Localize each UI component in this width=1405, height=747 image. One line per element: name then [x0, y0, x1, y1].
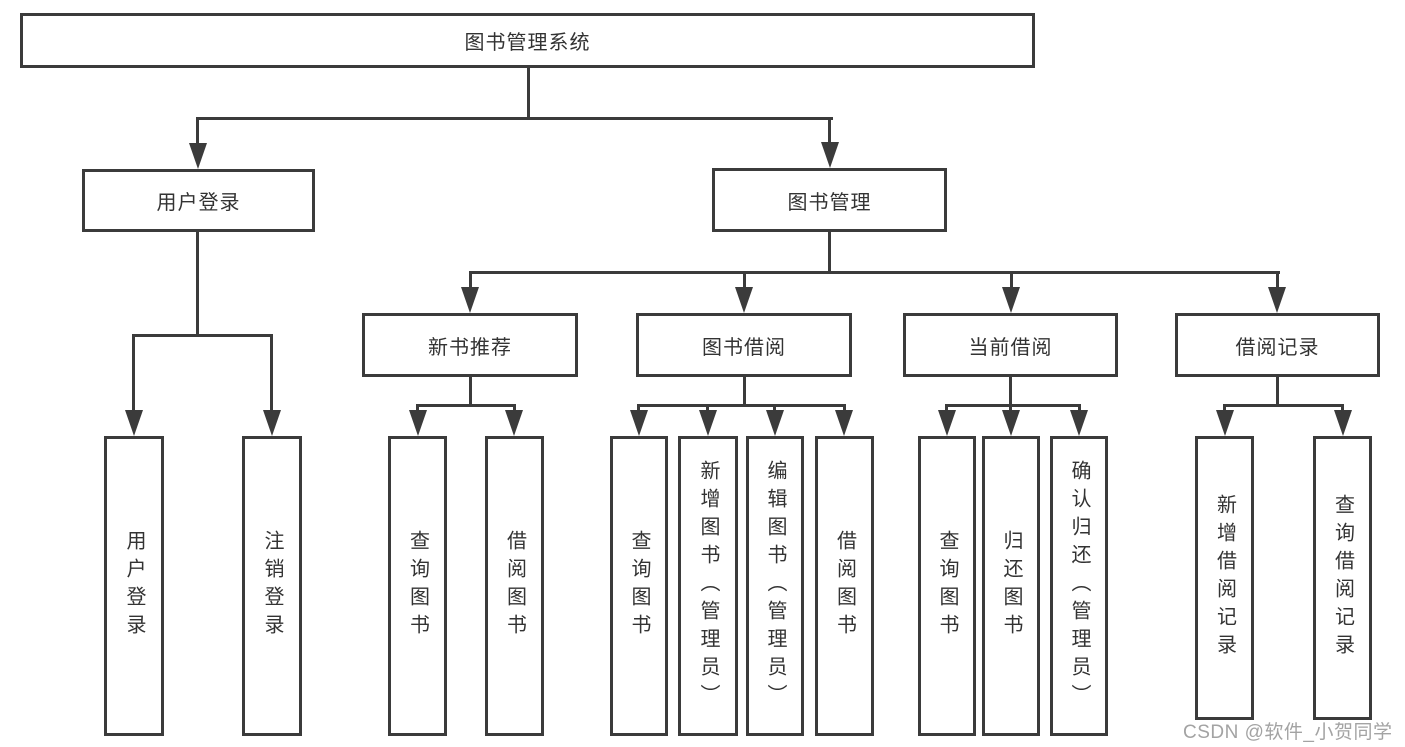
node-user-login: 用户登录 — [82, 169, 315, 232]
leaf-confirm-return-admin: 确认归还（管理员） — [1050, 436, 1108, 736]
connector-segment — [743, 271, 746, 289]
node-label: 图书借阅 — [702, 336, 786, 359]
node-label: 图书管理 — [787, 191, 872, 214]
leaf-borrow-book-1: 借阅图书 — [485, 436, 544, 736]
connector-segment — [196, 117, 199, 145]
arrowhead — [1334, 410, 1352, 436]
leaf-label: 新增图书（管理员） — [697, 460, 719, 712]
connector-segment — [1078, 404, 1081, 412]
leaf-add-book-admin: 新增图书（管理员） — [678, 436, 738, 736]
leaf-borrow-book-2: 借阅图书 — [815, 436, 874, 736]
connector-segment — [828, 117, 831, 144]
node-label: 图书管理系统 — [464, 32, 591, 54]
connector-segment — [843, 404, 846, 412]
node-book-management: 图书管理 — [712, 168, 947, 232]
leaf-logout: 注销登录 — [242, 436, 302, 736]
connector-segment — [945, 404, 948, 412]
arrowhead — [1002, 287, 1020, 313]
arrowhead — [125, 410, 143, 436]
leaf-label: 确认归还（管理员） — [1068, 460, 1090, 712]
connector-segment — [469, 377, 472, 407]
arrowhead — [735, 287, 753, 313]
connector-segment — [1009, 404, 1012, 412]
connector-segment — [416, 404, 419, 412]
connector-segment — [1010, 271, 1013, 289]
node-label: 借阅记录 — [1235, 336, 1320, 359]
node-book-borrow: 图书借阅 — [636, 313, 852, 377]
connector-segment — [196, 232, 199, 337]
watermark: CSDN @软件_小贺同学 — [1183, 722, 1393, 743]
arrowhead — [263, 410, 281, 436]
connector-segment — [637, 404, 640, 412]
connector-segment — [416, 404, 516, 407]
arrowhead — [1268, 287, 1286, 313]
node-label: 用户登录 — [156, 192, 241, 214]
connector-segment — [743, 377, 746, 407]
leaf-label: 查询借阅记录 — [1331, 494, 1354, 662]
connector-segment — [1276, 377, 1279, 407]
connector-segment — [469, 271, 472, 289]
connector-segment — [828, 232, 831, 274]
connector-segment — [132, 334, 273, 337]
connector-segment — [527, 68, 530, 118]
arrowhead — [505, 410, 523, 436]
leaf-label: 归还图书 — [1000, 530, 1022, 642]
arrowhead — [835, 410, 853, 436]
connector-segment — [637, 404, 846, 407]
arrowhead — [766, 410, 784, 436]
arrowhead — [821, 142, 839, 168]
arrowhead — [1216, 410, 1234, 436]
leaf-query-book-1: 查询图书 — [388, 436, 447, 736]
connector-segment — [196, 117, 833, 120]
connector-segment — [513, 404, 516, 412]
arrowhead — [461, 287, 479, 313]
leaf-label: 用户登录 — [123, 530, 145, 642]
connector-segment — [945, 404, 1081, 407]
connector-segment — [469, 271, 1280, 274]
connector-segment — [1341, 404, 1344, 412]
connector-segment — [1223, 404, 1226, 412]
leaf-label: 借阅图书 — [503, 530, 526, 642]
arrowhead — [409, 410, 427, 436]
leaf-query-book-3: 查询图书 — [918, 436, 976, 736]
arrowhead — [938, 410, 956, 436]
connector-segment — [706, 404, 709, 412]
leaf-label: 查询图书 — [406, 530, 429, 642]
leaf-return-book: 归还图书 — [982, 436, 1040, 736]
arrowhead — [699, 410, 717, 436]
leaf-label: 编辑图书（管理员） — [764, 460, 786, 712]
arrowhead — [1070, 410, 1088, 436]
connector-segment — [1009, 377, 1012, 407]
leaf-label: 查询图书 — [628, 530, 650, 642]
connector-segment — [270, 334, 273, 411]
leaf-user-login: 用户登录 — [104, 436, 164, 736]
connector-segment — [773, 404, 776, 412]
leaf-edit-book-admin: 编辑图书（管理员） — [746, 436, 804, 736]
leaf-add-borrow-record: 新增借阅记录 — [1195, 436, 1254, 720]
leaf-label: 查询图书 — [936, 530, 958, 642]
node-current-borrow: 当前借阅 — [903, 313, 1118, 377]
connector-segment — [132, 334, 135, 411]
leaf-query-borrow-record: 查询借阅记录 — [1313, 436, 1372, 720]
node-borrow-records: 借阅记录 — [1175, 313, 1380, 377]
leaf-label: 借阅图书 — [833, 530, 856, 642]
leaf-label: 注销登录 — [261, 530, 283, 642]
connector-segment — [1223, 404, 1344, 407]
node-label: 新书推荐 — [428, 336, 512, 359]
leaf-label: 新增借阅记录 — [1213, 494, 1236, 662]
leaf-query-book-2: 查询图书 — [610, 436, 668, 736]
arrowhead — [630, 410, 648, 436]
node-new-book-recommend: 新书推荐 — [362, 313, 578, 377]
node-label: 当前借阅 — [968, 336, 1053, 359]
connector-segment — [1276, 271, 1279, 289]
arrowhead — [189, 143, 207, 169]
arrowhead — [1002, 410, 1020, 436]
node-root: 图书管理系统 — [20, 13, 1035, 68]
